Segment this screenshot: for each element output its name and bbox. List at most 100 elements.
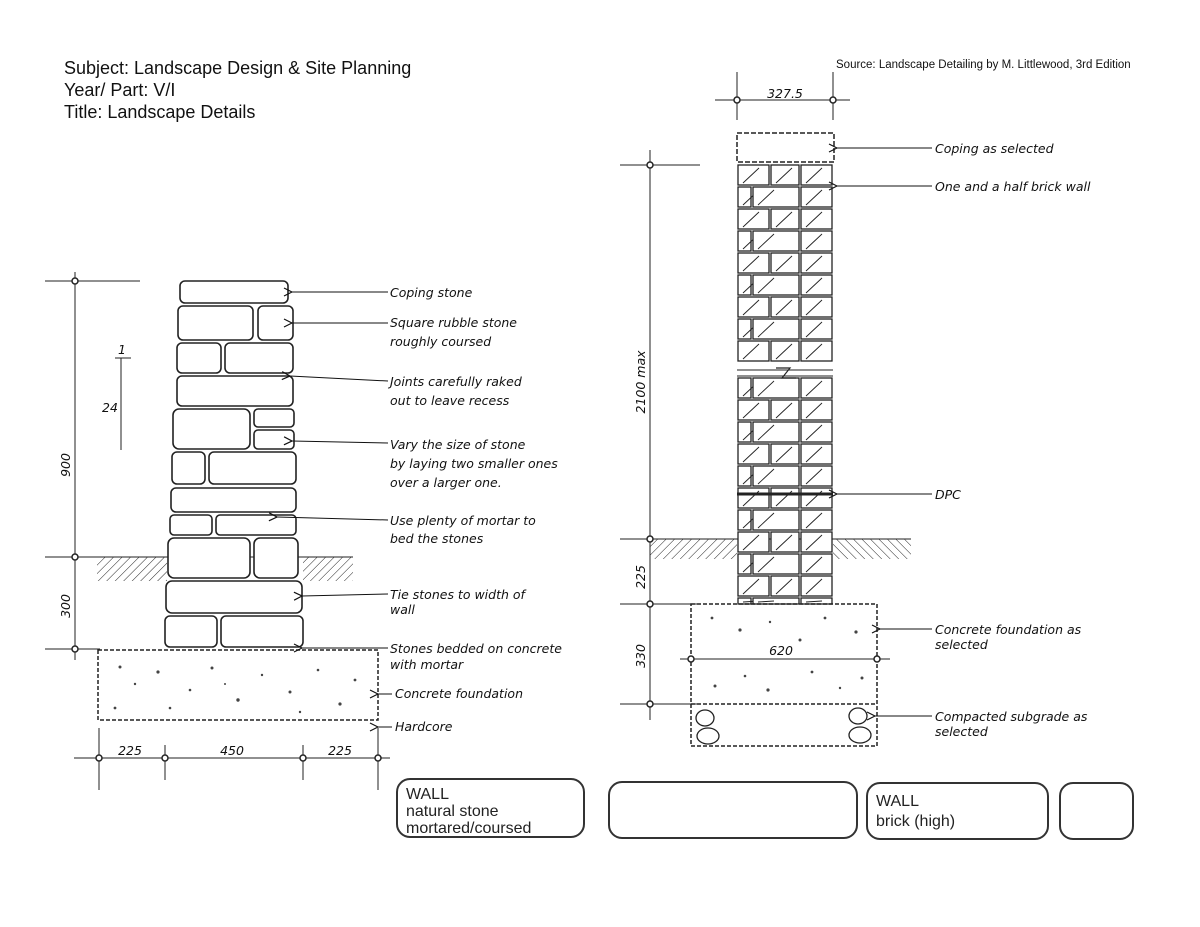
brick-foundation-aggregate: [710, 616, 864, 692]
brick-coping: [736, 132, 835, 163]
brick-hatch: [742, 534, 760, 551]
label-concrete-foundation: Concrete foundation: [395, 686, 523, 701]
brick: [752, 465, 800, 487]
brick-hatch: [805, 512, 823, 529]
brick-hatch: [805, 446, 823, 463]
brick: [737, 164, 770, 186]
brick-hatch: [775, 578, 793, 595]
label-tie-1: Tie stones to width of: [390, 587, 527, 602]
subgrade-stones: [695, 707, 872, 745]
dim-225-right: 225: [328, 743, 352, 758]
brick-hatch: [742, 578, 760, 595]
brick: [737, 487, 770, 509]
brick: [752, 274, 800, 296]
brick-wall-labels: Coping as selected One and a half brick …: [633, 86, 1091, 739]
panel-brick-line1: WALL: [876, 793, 919, 810]
brick-hatch: [805, 299, 823, 316]
label-mortar-2: bed the stones: [390, 531, 484, 546]
brick: [752, 186, 800, 208]
label-coping-stone: Coping stone: [390, 285, 473, 300]
brick: [800, 318, 833, 340]
brick: [737, 340, 770, 362]
brick-hatch: [775, 211, 793, 228]
brick: [800, 377, 833, 399]
brick-hatch: [805, 211, 823, 228]
label-vary-3: over a larger one.: [390, 475, 502, 490]
brick-hatch: [757, 556, 775, 573]
brick: [752, 597, 800, 605]
dim-225-left: 225: [118, 743, 142, 758]
batter-24: 24: [102, 400, 118, 415]
brick-hatch: [757, 277, 775, 294]
panel-stone-line2: natural stone: [406, 803, 499, 820]
label-brick-foundation-2: selected: [935, 637, 988, 652]
brick-hatch: [805, 380, 823, 397]
brick-hatch: [805, 233, 823, 250]
brick-hatch: [775, 255, 793, 272]
dim-225-brick: 225: [633, 565, 648, 589]
brick-hatch: [742, 167, 760, 184]
brick-hatch: [742, 211, 760, 228]
brick-hatch: [805, 556, 823, 573]
brick: [737, 208, 770, 230]
brick-wall-section: [620, 72, 932, 747]
brick: [737, 443, 770, 465]
brick-hatch: [742, 446, 760, 463]
brick-hatch: [805, 277, 823, 294]
brick: [737, 399, 770, 421]
brick-hatch: [775, 534, 793, 551]
brick-hatch: [775, 343, 793, 360]
dim-450: 450: [220, 743, 244, 758]
label-bedded-1: Stones bedded on concrete: [390, 641, 562, 656]
brick: [800, 421, 833, 443]
brick: [800, 399, 833, 421]
stone-wall-labels: Coping stone Square rubble stone roughly…: [58, 285, 562, 758]
brick-hatch: [757, 380, 775, 397]
ground-hatch-brick-right: [833, 539, 911, 559]
panel-blank: [608, 781, 858, 839]
year-part-line: Year/ Part: V/I: [64, 80, 176, 100]
label-brick-foundation-1: Concrete foundation as: [935, 622, 1082, 637]
brick-hatch: [805, 468, 823, 485]
brick-hatch: [805, 534, 823, 551]
brick: [800, 443, 833, 465]
label-tie-2: wall: [390, 602, 415, 617]
brick-hatch: [757, 233, 775, 250]
stone-courses: [164, 280, 304, 648]
panel-small-blank: [1059, 782, 1134, 840]
brick-hatch: [742, 402, 760, 419]
brick-hatch: [805, 321, 823, 338]
brick: [737, 252, 770, 274]
label-vary-1: Vary the size of stone: [390, 437, 526, 452]
subject-line: Subject: Landscape Design & Site Plannin…: [64, 58, 412, 78]
label-mortar-1: Use plenty of mortar to: [390, 513, 536, 528]
brick: [800, 274, 833, 296]
ground-hatch-brick-left: [650, 539, 737, 559]
brick-hatch: [805, 600, 823, 603]
brick-hatch: [805, 255, 823, 272]
brick-hatch: [757, 512, 775, 529]
label-joints-1: Joints carefully raked: [387, 374, 522, 389]
brick-hatch: [805, 343, 823, 360]
brick-hatch: [757, 468, 775, 485]
brick: [800, 487, 833, 509]
brick-hatch: [742, 299, 760, 316]
brick: [800, 252, 833, 274]
panel-stone-line3: mortared/coursed: [406, 820, 532, 837]
brick: [737, 575, 770, 597]
brick: [800, 531, 833, 553]
ground-hatch-right: [303, 557, 353, 581]
brick: [800, 208, 833, 230]
brick-hatch: [805, 424, 823, 441]
panel-brick-wall: WALL brick (high): [866, 782, 1049, 840]
brick-hatch: [775, 167, 793, 184]
label-joints-2: out to leave recess: [390, 393, 510, 408]
dim-2100-max: 2100 max: [633, 350, 648, 414]
brick-hatch: [757, 321, 775, 338]
panel-stone-line1: WALL: [406, 786, 449, 803]
label-hardcore: Hardcore: [395, 719, 453, 734]
brick-hatch: [805, 189, 823, 206]
dim-620: 620: [769, 643, 793, 658]
brick: [737, 296, 770, 318]
brick: [800, 296, 833, 318]
